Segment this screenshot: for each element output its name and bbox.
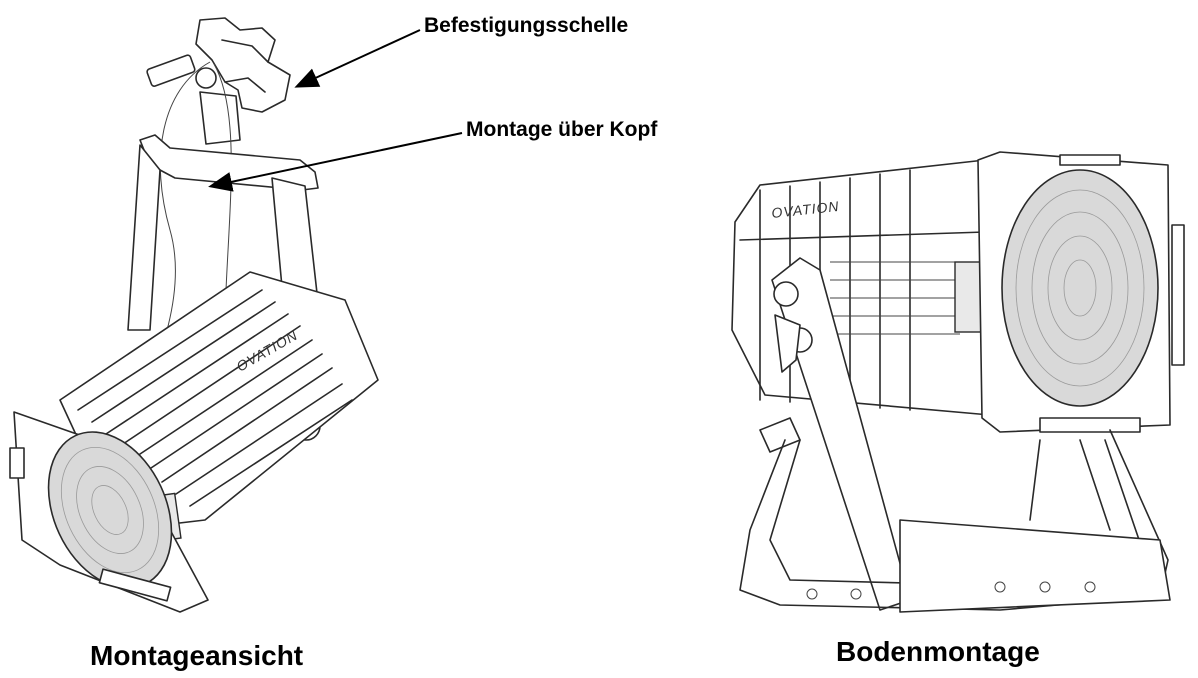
right-caption: Bodenmontage	[836, 636, 1040, 667]
overhead-fixture-illustration: OVATION	[9, 17, 463, 613]
floor-fixture-illustration: OVATION	[731, 151, 1185, 613]
mounting-clamp	[146, 17, 291, 145]
front-lens-frame	[9, 411, 209, 613]
overhead-arrow	[208, 132, 463, 192]
fixture-body-floor: OVATION	[731, 159, 991, 416]
overhead-label: Montage über Kopf	[466, 118, 658, 141]
front-lens-frame-floor	[977, 151, 1185, 433]
clamp-arrow	[294, 29, 421, 88]
clamp-label: Befestigungsschelle	[424, 14, 629, 37]
brand-logo-floor: OVATION	[771, 198, 841, 221]
floor-stand	[739, 257, 1171, 613]
left-caption: Montageansicht	[90, 640, 304, 671]
